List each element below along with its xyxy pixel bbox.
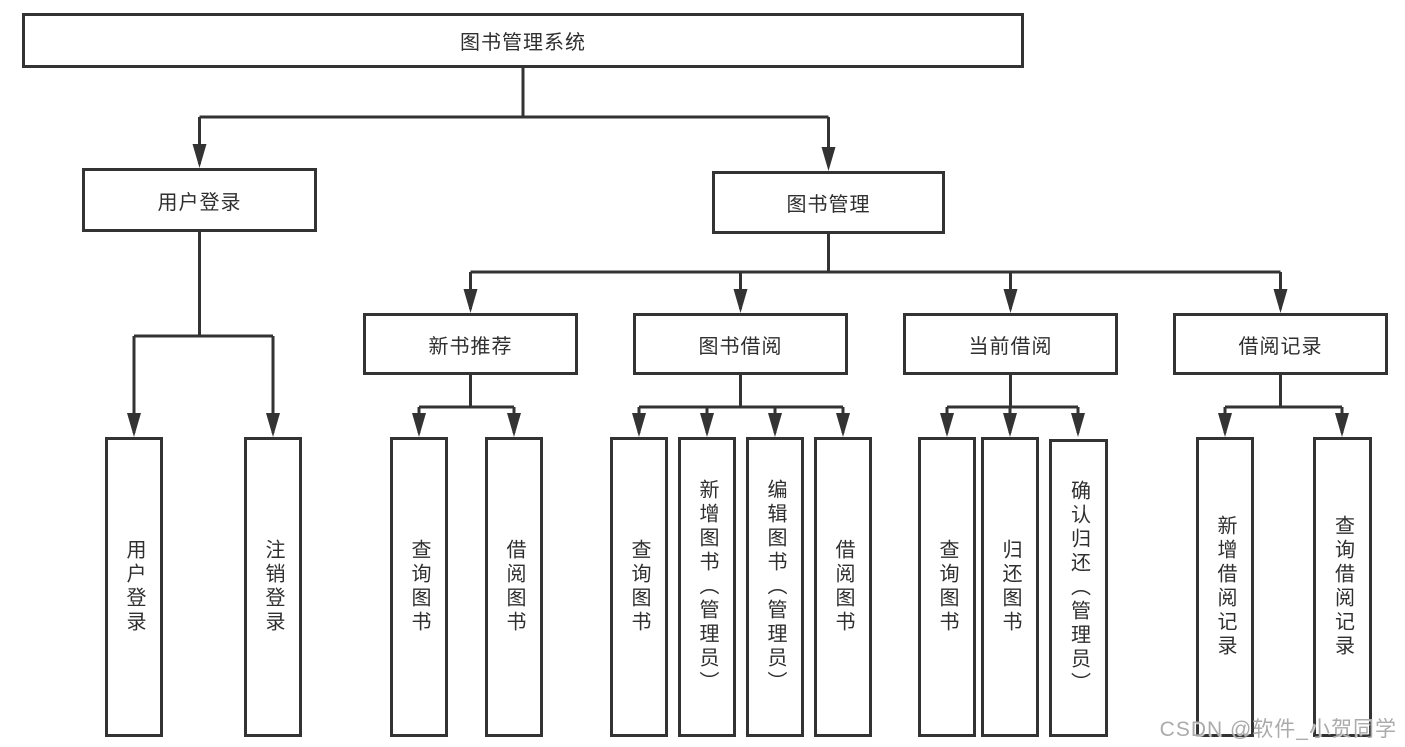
node-current-borrowing: 当前借阅 — [903, 313, 1118, 375]
node-borrowing-records-label: 借阅记录 — [1238, 335, 1323, 358]
node-bb-query-books: 查询图书 — [610, 437, 668, 737]
node-br-add-record-label: 新增借阅记录 — [1214, 515, 1236, 659]
node-br-query-record: 查询借阅记录 — [1313, 437, 1372, 737]
node-cb-confirm-return-admin-label: 确认归还（管理员） — [1067, 480, 1090, 696]
node-user-login: 用户登录 — [105, 437, 163, 737]
node-user-login-label: 用户登录 — [123, 539, 145, 635]
node-br-add-record: 新增借阅记录 — [1196, 437, 1254, 737]
csdn-watermark: CSDN @软件_小贺同学 — [1159, 718, 1397, 741]
node-user-login-group: 用户登录 — [82, 168, 317, 232]
node-bb-borrow-books-label: 借阅图书 — [832, 539, 854, 635]
node-logout: 注销登录 — [244, 437, 302, 737]
node-cb-return-books-label: 归还图书 — [999, 539, 1021, 635]
node-logout-label: 注销登录 — [262, 539, 284, 635]
node-book-management: 图书管理 — [712, 171, 945, 234]
node-bb-add-books-admin: 新增图书（管理员） — [678, 437, 736, 737]
node-user-login-group-label: 用户登录 — [157, 191, 242, 214]
node-current-borrowing-label: 当前借阅 — [968, 335, 1053, 358]
arrowheads — [127, 144, 1349, 437]
node-bb-edit-books-admin: 编辑图书（管理员） — [746, 437, 804, 737]
node-bb-add-books-admin-label: 新增图书（管理员） — [696, 479, 718, 695]
node-nbr-query-books: 查询图书 — [390, 437, 448, 737]
node-bb-query-books-label: 查询图书 — [628, 539, 650, 635]
node-new-book-recommend: 新书推荐 — [363, 313, 578, 375]
node-nbr-query-books-label: 查询图书 — [408, 539, 430, 635]
node-borrowing-records: 借阅记录 — [1173, 313, 1388, 375]
node-cb-return-books: 归还图书 — [981, 437, 1039, 737]
node-nbr-borrow-books-label: 借阅图书 — [503, 539, 525, 635]
node-bb-edit-books-admin-label: 编辑图书（管理员） — [764, 479, 786, 695]
node-book-borrowing-label: 图书借阅 — [698, 335, 783, 358]
node-nbr-borrow-books: 借阅图书 — [485, 437, 543, 737]
node-root: 图书管理系统 — [22, 13, 1024, 68]
node-bb-borrow-books: 借阅图书 — [814, 437, 872, 737]
node-cb-query-books: 查询图书 — [918, 437, 976, 737]
node-br-query-record-label: 查询借阅记录 — [1331, 515, 1354, 659]
node-new-book-recommend-label: 新书推荐 — [428, 335, 513, 358]
node-book-management-label: 图书管理 — [786, 194, 871, 216]
node-cb-confirm-return-admin: 确认归还（管理员） — [1049, 439, 1108, 737]
node-cb-query-books-label: 查询图书 — [936, 539, 958, 635]
node-book-borrowing: 图书借阅 — [633, 313, 848, 375]
node-root-label: 图书管理系统 — [460, 32, 586, 54]
